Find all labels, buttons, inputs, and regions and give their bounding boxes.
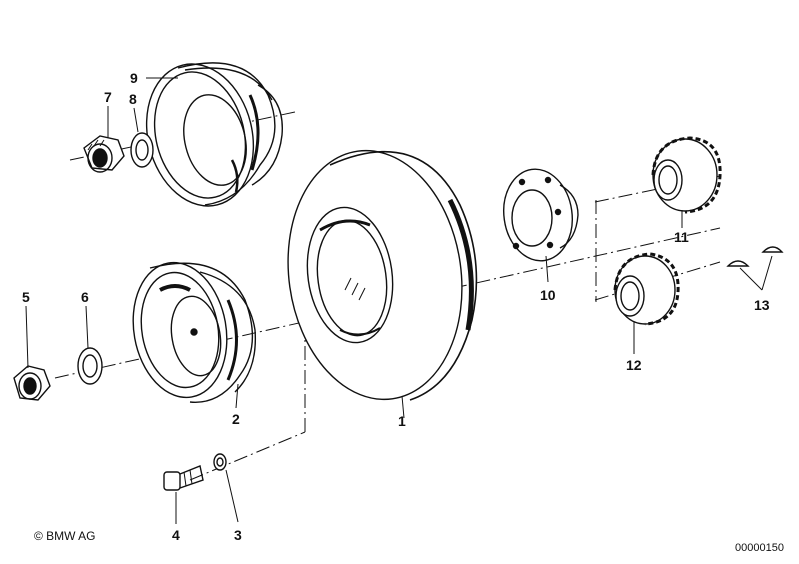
callout-12: 12 bbox=[626, 357, 642, 373]
part-3-washer bbox=[213, 453, 227, 471]
callout-13: 13 bbox=[754, 297, 770, 313]
part-13-keys bbox=[726, 246, 784, 267]
callout-7: 7 bbox=[104, 89, 112, 105]
callout-1: 1 bbox=[398, 413, 406, 429]
diagram-number: 00000150 bbox=[735, 542, 784, 554]
callout-4: 4 bbox=[172, 527, 180, 543]
leader-lines bbox=[25, 77, 773, 524]
copyright-text: © BMW AG bbox=[34, 529, 96, 543]
part-10-hub bbox=[503, 168, 579, 262]
callout-8: 8 bbox=[129, 91, 137, 107]
callout-9: 9 bbox=[130, 70, 138, 86]
part-5-nut bbox=[13, 365, 51, 401]
part-4-bolt bbox=[163, 465, 204, 491]
part-12-sprocket-lower bbox=[613, 252, 680, 326]
part-8-washer bbox=[130, 132, 154, 168]
callout-5: 5 bbox=[22, 289, 30, 305]
callout-2: 2 bbox=[232, 411, 240, 427]
part-9-pulley-upper bbox=[145, 62, 283, 207]
part-11-sprocket-upper bbox=[651, 136, 722, 214]
callout-10: 10 bbox=[540, 287, 556, 303]
part-1-damper-disc bbox=[287, 149, 478, 401]
callout-11: 11 bbox=[674, 229, 689, 245]
part-7-nut bbox=[83, 135, 125, 173]
part-6-washer bbox=[77, 347, 103, 385]
callout-3: 3 bbox=[234, 527, 242, 543]
part-2-pulley-lower bbox=[132, 261, 257, 403]
callout-6: 6 bbox=[81, 289, 89, 305]
